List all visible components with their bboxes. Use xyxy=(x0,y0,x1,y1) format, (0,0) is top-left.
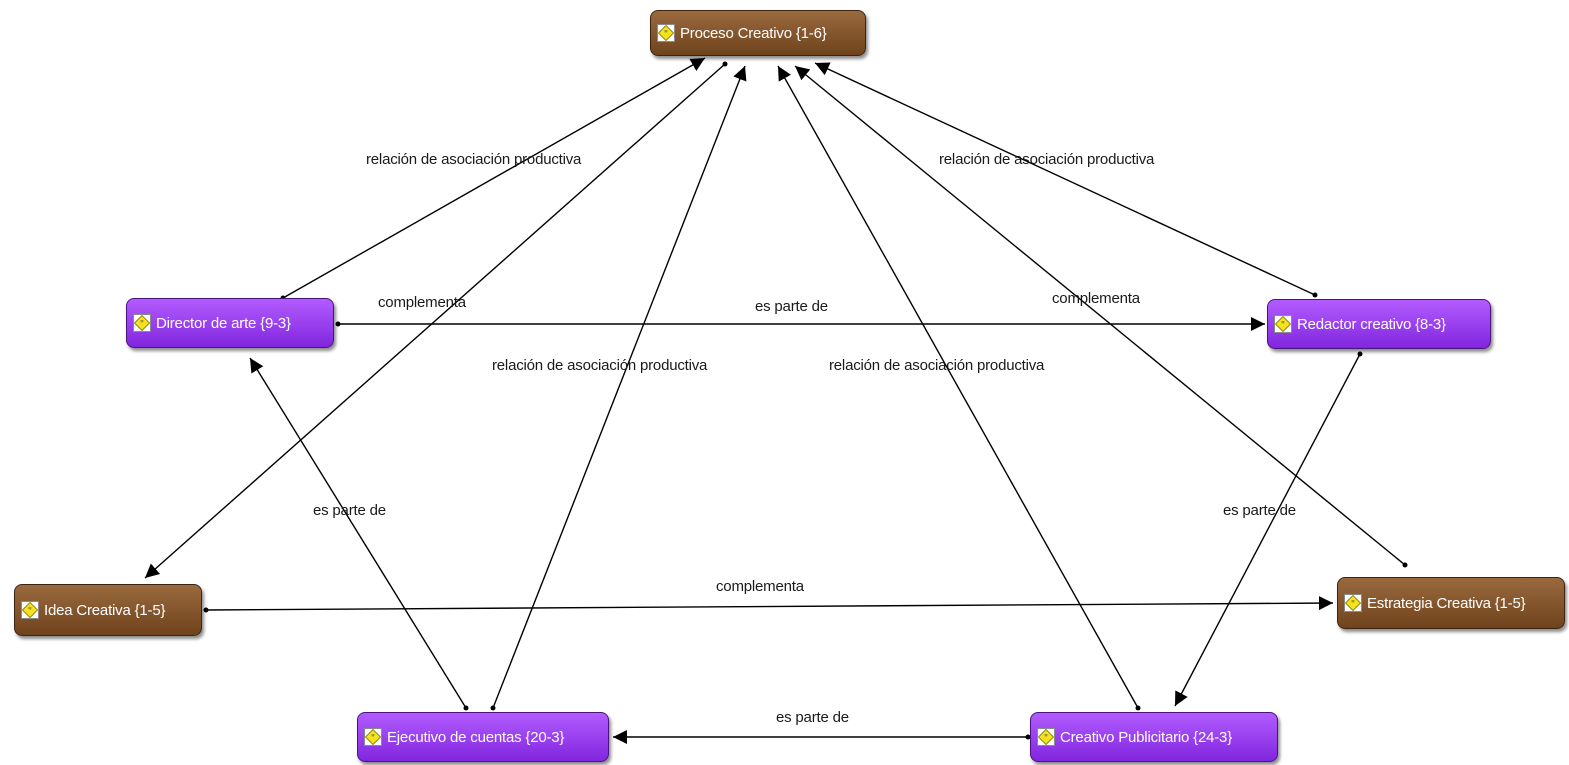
node-label: Estrategia Creativa {1-5} xyxy=(1367,594,1526,612)
node-label: Redactor creativo {8-3} xyxy=(1297,315,1446,333)
node-label: Creativo Publicitario {24-3} xyxy=(1060,728,1232,746)
edge-estrategia-proceso xyxy=(794,65,1406,566)
edge-label-creativo-proceso: relación de asociación productiva xyxy=(829,357,1045,374)
edge-ejecutivo-proceso xyxy=(492,65,747,709)
node-ejecutivo-de-cuentas[interactable]: " Ejecutivo de cuentas {20-3} xyxy=(357,712,609,762)
edge-label-ejecutivo-director: es parte de xyxy=(313,502,386,519)
diamond-quote-icon: " xyxy=(21,601,39,619)
edge-label-redactor-creativo: es parte de xyxy=(1223,502,1296,519)
diamond-quote-icon: " xyxy=(1274,315,1292,333)
node-idea-creativa[interactable]: " Idea Creativa {1-5} xyxy=(14,584,202,636)
svg-text:": " xyxy=(140,319,144,329)
svg-text:": " xyxy=(1351,599,1355,609)
svg-text:": " xyxy=(1281,320,1285,330)
edge-label-director-redactor: es parte de xyxy=(755,298,828,315)
diamond-quote-icon: " xyxy=(364,728,382,746)
svg-text:": " xyxy=(371,733,375,743)
edge-label-redactor-proceso: relación de asociación productiva xyxy=(939,151,1155,168)
edge-creativo-proceso xyxy=(777,65,1139,709)
svg-text:": " xyxy=(664,29,668,39)
svg-text:": " xyxy=(1044,733,1048,743)
node-redactor-creativo[interactable]: " Redactor creativo {8-3} xyxy=(1267,299,1491,349)
node-creativo-publicitario[interactable]: " Creativo Publicitario {24-3} xyxy=(1030,712,1278,762)
edge-label-idea-estrategia: complementa xyxy=(716,578,804,595)
diamond-quote-icon: " xyxy=(657,24,675,42)
edge-label-creativo-ejecutivo: es parte de xyxy=(776,709,849,726)
edge-redactor-proceso xyxy=(814,62,1316,296)
edge-idea-estrategia xyxy=(205,596,1334,611)
node-label: Ejecutivo de cuentas {20-3} xyxy=(387,728,565,746)
node-label: Director de arte {9-3} xyxy=(156,314,291,332)
diamond-quote-icon: " xyxy=(1344,594,1362,612)
svg-text:": " xyxy=(28,606,32,616)
diamond-quote-icon: " xyxy=(133,314,151,332)
diamond-quote-icon: " xyxy=(1037,728,1055,746)
edge-label-ejecutivo-proceso: relación de asociación productiva xyxy=(492,357,708,374)
node-estrategia-creativa[interactable]: " Estrategia Creativa {1-5} xyxy=(1337,577,1565,629)
node-label: Proceso Creativo {1-6} xyxy=(680,24,827,42)
edge-label-proceso-idea: complementa xyxy=(378,294,466,311)
edge-redactor-creativo xyxy=(1174,353,1361,707)
edge-proceso-idea xyxy=(144,63,726,579)
edge-label-estrategia-proceso: complementa xyxy=(1052,290,1140,307)
node-label: Idea Creativa {1-5} xyxy=(44,601,166,619)
edge-label-director-proceso: relación de asociación productiva xyxy=(366,151,582,168)
edge-director-proceso xyxy=(282,57,706,299)
node-director-de-arte[interactable]: " Director de arte {9-3} xyxy=(126,298,334,348)
node-proceso-creativo[interactable]: " Proceso Creativo {1-6} xyxy=(650,10,866,56)
edge-ejecutivo-director xyxy=(249,357,467,709)
